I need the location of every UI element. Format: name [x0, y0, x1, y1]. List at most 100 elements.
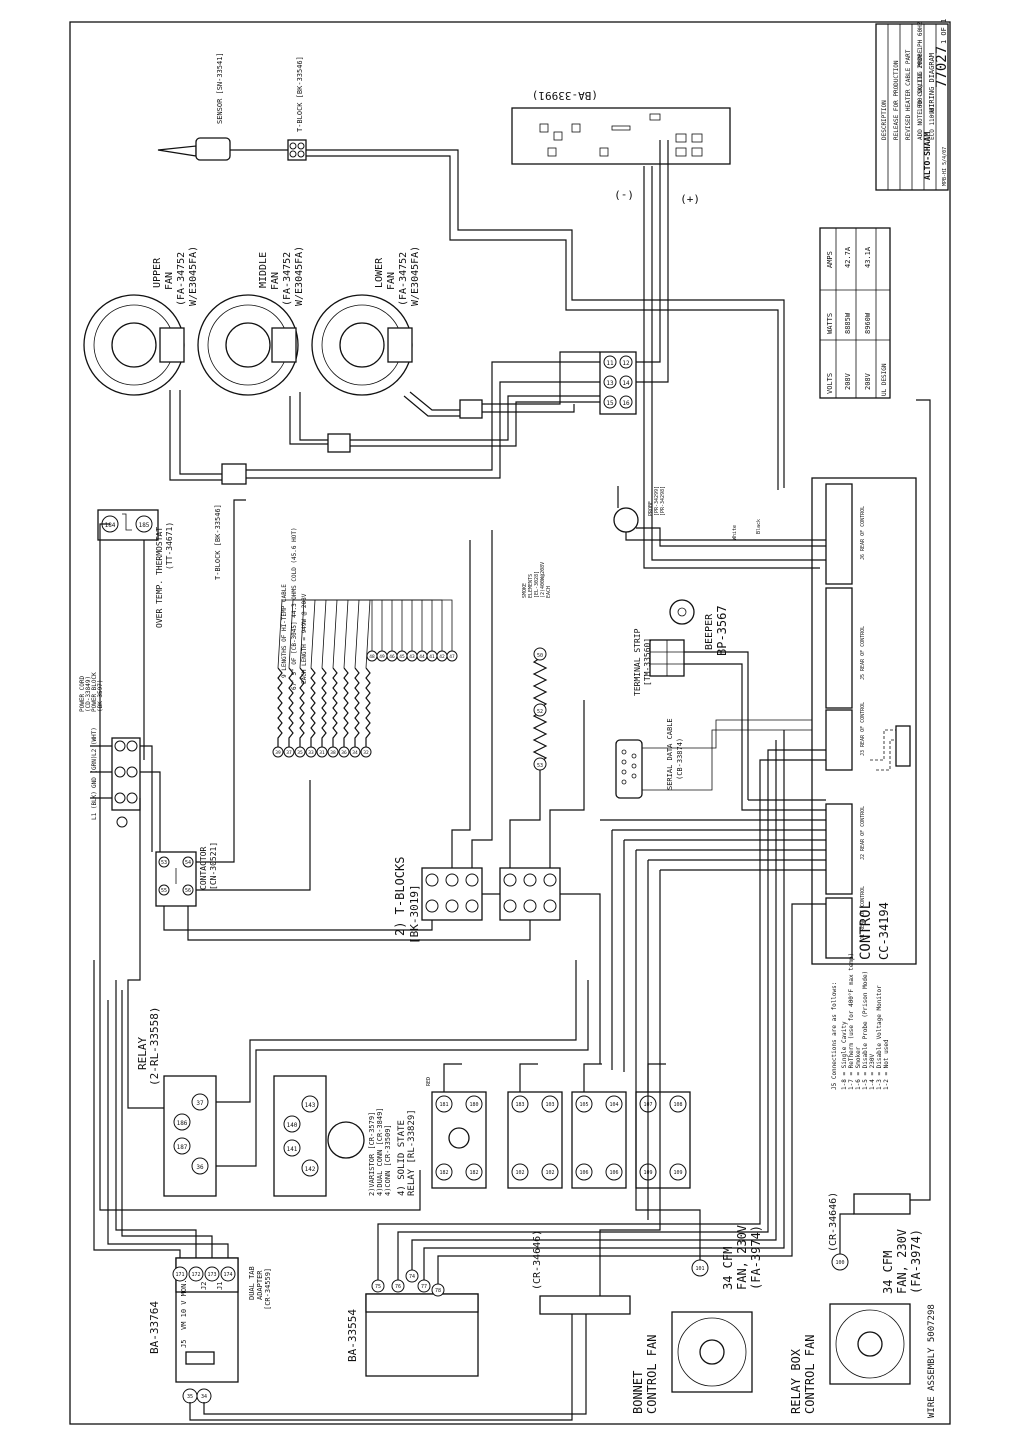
- contactor: 53 54 55 56 CONTACTOR [CN-30521]: [155, 842, 218, 907]
- heater-terminal-top-label: 47: [449, 654, 455, 660]
- ssr-terminal-label: 181: [439, 1102, 448, 1108]
- ssr-terminal-label: 106: [579, 1170, 588, 1176]
- ratings-r1-watts: 8885W: [844, 312, 852, 334]
- ssr-terminal: [541, 1163, 559, 1181]
- heater-elements: 9 LENGTHS OF HI-TEMP CABLE 67' 5" OF [CB…: [272, 527, 458, 758]
- bonnet-l2: CONTROL FAN: [645, 1335, 659, 1414]
- bonnet-cfm-l1: 34 CFM: [721, 1247, 735, 1290]
- upper-fan-l4: W/E3045FA): [188, 246, 199, 306]
- ratings-r2-watts: 8960W: [864, 312, 872, 334]
- heater-terminal-bottom: [360, 746, 372, 758]
- j5-legend-4: 1-5 = Disable Probe (Prison Mode): [862, 971, 869, 1090]
- heater-terminal-bottom-label: 35: [297, 750, 303, 756]
- term-143: 143: [305, 1102, 316, 1109]
- probe-l2: [PR-34299]: [654, 486, 660, 516]
- plus-label: (+): [680, 193, 700, 206]
- title-text: WIRING DIAGRAM: [928, 53, 936, 112]
- heater-terminal-bottom: [316, 746, 328, 758]
- terminal-strip-part: [TM-33560]: [643, 638, 652, 686]
- heater-terminal-bottom: [272, 746, 284, 758]
- term-36: 36: [196, 1164, 204, 1171]
- ssr-terminal: [575, 1163, 593, 1181]
- dual-tab-l1: DUAL TAB: [248, 1266, 256, 1300]
- term-11: 11: [606, 360, 614, 367]
- term-173: 173: [207, 1272, 216, 1278]
- varistor-l2: 4)DUAL CONN [CR-3849]: [376, 1107, 384, 1196]
- middle-fan-l2: FAN: [270, 272, 281, 290]
- smoke-l1: SMOKE: [522, 583, 528, 598]
- relay-box-cfm-l1: 34 CFM: [881, 1251, 895, 1294]
- ssr-terminal-label: 103: [545, 1102, 554, 1108]
- relay-box-cfm-l3: (FA-3974): [909, 1229, 923, 1294]
- heater-terminal-bottom: [349, 746, 361, 758]
- term-37: 37: [196, 1100, 204, 1107]
- tblock-mid-label: T-BLOCK [BK-33546]: [214, 504, 222, 580]
- power-cord-l2: (CD-33849): [85, 676, 92, 712]
- ssr-terminal: [511, 1163, 529, 1181]
- probe-l3: [PR-34298]: [660, 486, 666, 516]
- ssr-terminal-label: 109: [673, 1170, 682, 1176]
- term-35: 35: [187, 1394, 193, 1400]
- term-13: 13: [606, 380, 614, 387]
- heater-terminal-bottom: [283, 746, 295, 758]
- control-part: CC-34194: [877, 902, 891, 960]
- sheet-text: 1 OF 1: [940, 19, 948, 44]
- ratings-header-watts: WATTS: [826, 313, 834, 334]
- heater-element: [343, 667, 349, 748]
- j5-legend-title: J5 Connections are as follows:: [831, 982, 838, 1090]
- heater-element: [277, 667, 283, 748]
- ssr-terminal: [435, 1163, 453, 1181]
- probe: PROBE [PR-34299] [PR-34298] White Black: [613, 486, 800, 547]
- term-141: 141: [287, 1146, 298, 1153]
- term-101: 101: [695, 1266, 704, 1272]
- j5-legend-1: 1-8 = Single Cavity: [841, 1021, 848, 1090]
- ssr-terminal-label: 102: [545, 1170, 554, 1176]
- power-block: POWER CORD (CD-33849) POWER BLOCK (BK-35…: [79, 672, 141, 828]
- heater-terminal-top-label: 48: [369, 654, 375, 660]
- heater-element: [365, 667, 371, 748]
- serial-part: (CB-33874): [676, 738, 684, 780]
- j5-legend-3: 1-6 = Smoker: [855, 1046, 862, 1090]
- minus-label: (-): [614, 189, 634, 202]
- heater-terminal-bottom-label: 33: [308, 750, 314, 756]
- ba33554-label: BA-33554: [346, 1309, 359, 1362]
- heater-terminal-top-label: 41: [429, 654, 435, 660]
- tblock-top-label: T-BLOCK [BK-33546]: [296, 56, 304, 132]
- term-77: 77: [421, 1284, 427, 1290]
- term-142: 142: [305, 1166, 316, 1173]
- term-75: 75: [375, 1284, 381, 1290]
- ssr-terminal-label: 106: [609, 1170, 618, 1176]
- heater-terminal-bottom-label: 39: [275, 750, 281, 756]
- ba33554: 75 76 74 77 78 BA-33554: [346, 1269, 479, 1377]
- j5-legend-6: 1-3 = Disable Voltage Monitor: [876, 985, 883, 1090]
- main-harness: [93, 399, 931, 1421]
- black-label: Black: [756, 519, 762, 534]
- tblocks-part: [BK-3019]: [408, 884, 421, 944]
- ratings-header-amps: AMPS: [826, 251, 834, 268]
- heater-terminal-bottom: [305, 746, 317, 758]
- upper-fan-l3: (FA-34752: [176, 252, 187, 306]
- middle-fan: MIDDLE FAN (FA-34752 W/E3045FA): [197, 246, 305, 396]
- fan-wires: [169, 140, 796, 569]
- ssr-terminal: [605, 1095, 623, 1113]
- smoke-elements: SMOKE ELEMENTS [EL-3028] (2)400W@208V EA…: [522, 562, 552, 771]
- ratings-r1-amps: 42.7A: [844, 246, 852, 268]
- term-56c: 56: [185, 888, 191, 894]
- term-54c: 54: [185, 860, 191, 866]
- term-174: 174: [223, 1272, 232, 1278]
- white-label: White: [732, 525, 738, 540]
- j5-legend-7: 1-2 = Not used: [883, 1039, 890, 1090]
- j5-legend-5: 1-4 = 230V: [869, 1053, 876, 1090]
- term-53c: 53: [161, 860, 167, 866]
- l1-label: L1 (BLK): [91, 791, 98, 820]
- ssr-wire: [443, 1063, 462, 1092]
- j1-label: J1: [216, 1282, 224, 1290]
- ssr-terminal-label: 104: [609, 1102, 618, 1108]
- dwg-number: 77027: [934, 46, 950, 88]
- title-block: RELEASE FOR PRODUCTION REVISED HEATER CA…: [875, 19, 950, 191]
- ssr-terminal: [435, 1095, 453, 1113]
- sensor-label: SENSOR [SN-33541]: [216, 52, 224, 124]
- smoke-l3: [EL-3028]: [534, 571, 540, 598]
- lower-fan-l1: LOWER: [374, 257, 385, 288]
